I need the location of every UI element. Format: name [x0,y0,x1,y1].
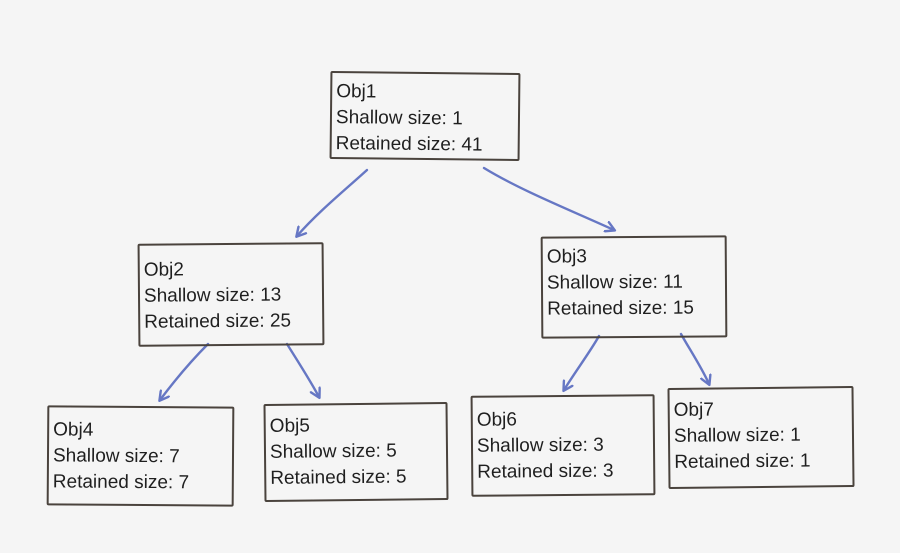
node-shallow-size: Shallow size: 5 [269,440,397,463]
node-retained-size: Retained size: 1 [674,450,811,473]
node-title: Obj1 [336,81,377,103]
node-retained-size: Retained size: 41 [335,133,483,156]
edge-obj3-obj6 [564,334,601,390]
node-obj1: Obj1 Shallow size: 1 Retained size: 41 [329,71,521,161]
node-obj5: Obj5 Shallow size: 5 Retained size: 5 [263,402,449,502]
node-title: Obj5 [269,415,310,437]
node-shallow-size: Shallow size: 1 [335,107,463,130]
node-obj2: Obj2 Shallow size: 13 Retained size: 25 [137,242,325,347]
node-retained-size: Retained size: 3 [477,460,614,483]
edge-obj2-obj5 [285,342,319,397]
edge-obj3-obj7 [679,332,709,384]
node-retained-size: Retained size: 7 [52,471,190,494]
node-obj4: Obj4 Shallow size: 7 Retained size: 7 [46,405,235,507]
edge-obj2-obj4 [160,342,210,400]
node-shallow-size: Shallow size: 3 [476,434,604,457]
node-title: Obj2 [143,259,185,281]
node-title: Obj6 [476,409,518,431]
edge-obj1-obj3 [482,166,614,230]
node-shallow-size: Shallow size: 1 [673,424,801,447]
node-retained-size: Retained size: 25 [144,310,292,333]
node-shallow-size: Shallow size: 13 [143,284,282,307]
node-obj7: Obj7 Shallow size: 1 Retained size: 1 [667,386,855,489]
node-obj3: Obj3 Shallow size: 11 Retained size: 15 [540,235,728,339]
node-retained-size: Retained size: 15 [547,297,695,320]
node-shallow-size: Shallow size: 7 [52,445,180,468]
node-title: Obj7 [673,399,714,421]
node-shallow-size: Shallow size: 11 [546,271,683,294]
edge-obj1-obj2 [297,168,369,236]
node-title: Obj3 [546,246,588,268]
node-obj6: Obj6 Shallow size: 3 Retained size: 3 [470,394,656,497]
node-title: Obj4 [53,419,94,441]
node-retained-size: Retained size: 5 [270,466,407,489]
